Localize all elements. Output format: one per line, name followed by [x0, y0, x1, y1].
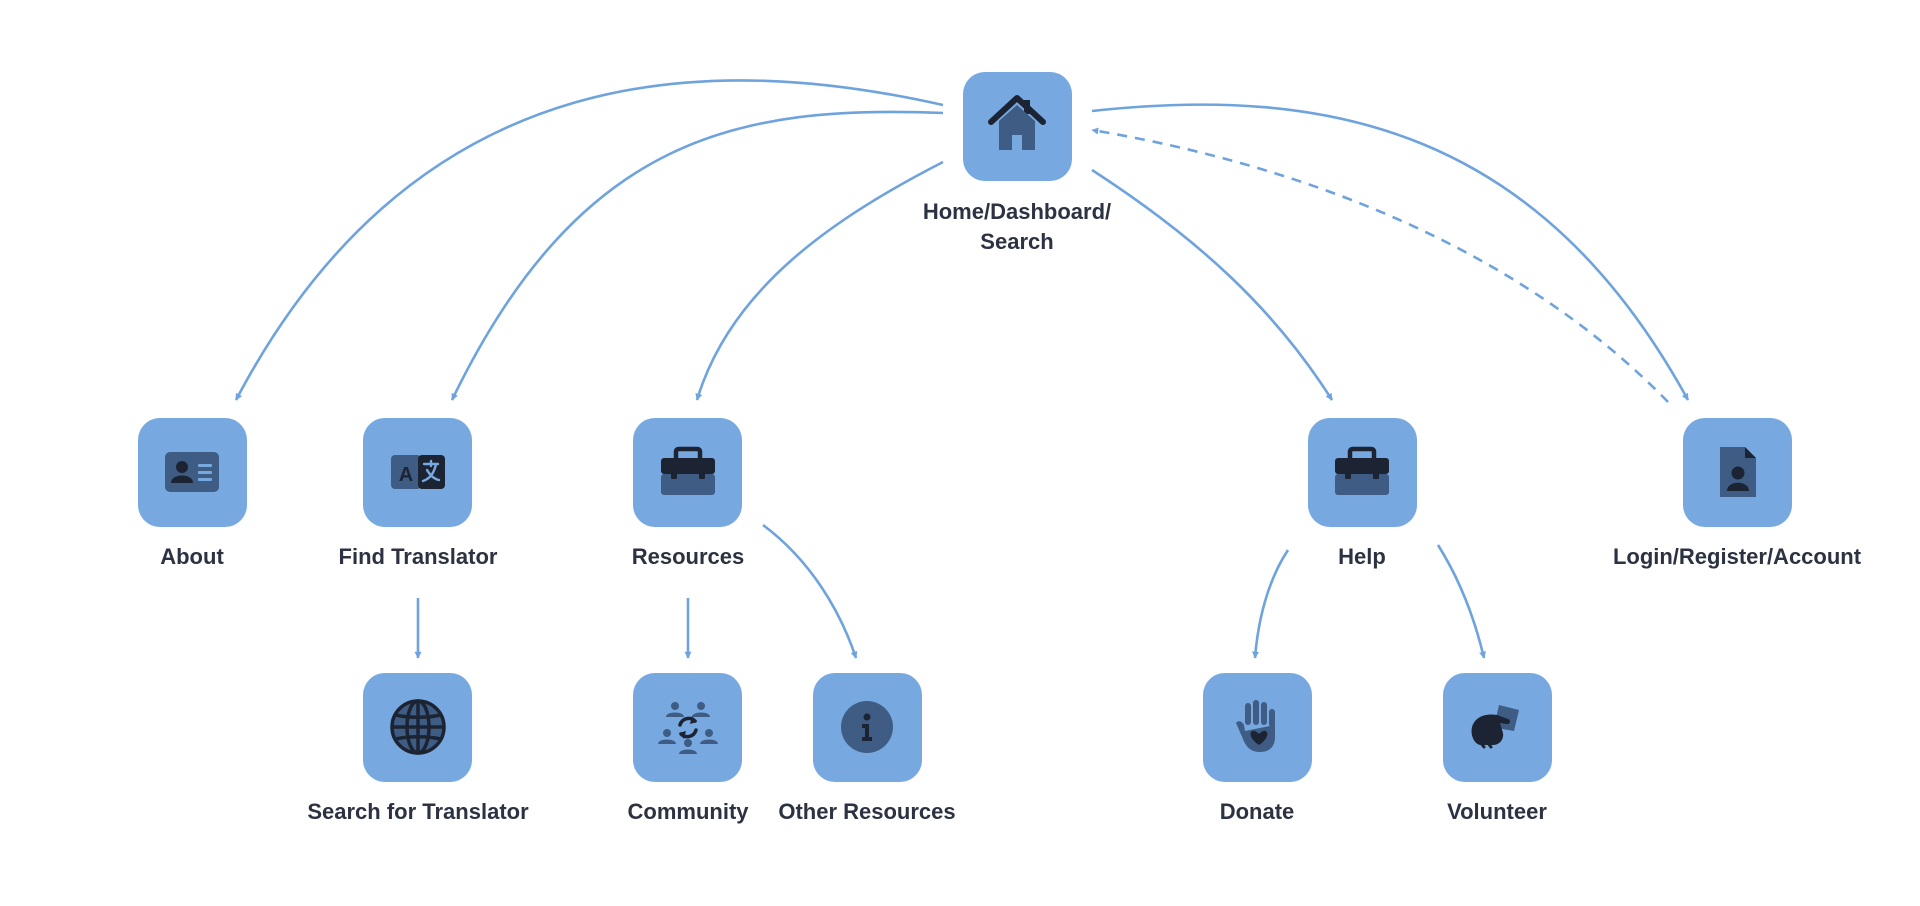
node-label: Resources [632, 544, 745, 569]
node-label: Search for Translator [307, 799, 529, 824]
node-label: Find Translator [339, 544, 498, 569]
node-community[interactable]: Community [628, 673, 750, 824]
user-document-icon [1720, 447, 1756, 497]
toolbox-icon [1335, 446, 1389, 495]
edge-home-to-help [1091, 168, 1334, 401]
node-label: Other Resources [778, 799, 955, 824]
node-help[interactable]: Help [1308, 418, 1417, 569]
node-volunteer[interactable]: Volunteer [1443, 673, 1552, 824]
node-resources[interactable]: Resources [632, 418, 745, 569]
node-tile [1203, 673, 1312, 782]
edge-help-to-volunteer [1436, 544, 1486, 659]
edge-help-to-donate [1252, 549, 1290, 659]
node-account[interactable]: Login/Register/Account [1613, 418, 1862, 569]
svg-text:A: A [399, 464, 413, 486]
node-about[interactable]: About [138, 418, 247, 569]
edge-home-to-resources [695, 160, 944, 401]
edge-resources-to-other-resources [762, 523, 858, 659]
node-label: Help [1338, 544, 1386, 569]
node-label: Search [980, 229, 1053, 254]
translate-icon: A [391, 455, 445, 489]
node-label: Home/Dashboard/ [923, 199, 1111, 224]
toolbox-icon [661, 446, 715, 495]
node-label: About [160, 544, 224, 569]
handshake-icon [1471, 705, 1519, 749]
community-cycle-icon [658, 702, 718, 754]
edge-account-to-home [1091, 127, 1669, 403]
edge-home-to-find-translator [450, 110, 944, 401]
edge-home-to-account [1091, 103, 1690, 401]
node-find-translator[interactable]: A Find Translator [339, 418, 498, 569]
node-donate[interactable]: Donate [1203, 673, 1312, 824]
id-card-icon [165, 452, 219, 492]
node-search-translator[interactable]: Search for Translator [307, 673, 529, 824]
node-label: Login/Register/Account [1613, 544, 1862, 569]
hand-heart-icon [1236, 700, 1275, 752]
node-label: Donate [1220, 799, 1295, 824]
edges [234, 79, 1690, 659]
globe-icon [390, 699, 446, 755]
node-label: Community [628, 799, 750, 824]
edge-home-to-about [234, 79, 944, 401]
house-icon [988, 95, 1046, 150]
node-label: Volunteer [1447, 799, 1547, 824]
info-icon [841, 701, 893, 753]
node-tile [633, 673, 742, 782]
node-other-resources[interactable]: Other Resources [778, 673, 956, 824]
node-home[interactable]: Home/Dashboard/ Search [923, 72, 1111, 254]
